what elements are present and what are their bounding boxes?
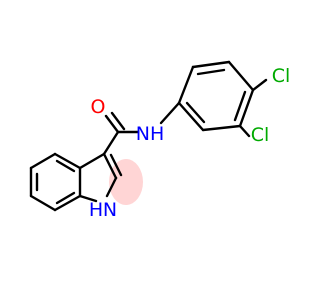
bond xyxy=(53,194,82,212)
bond xyxy=(233,90,247,122)
atom-labels: O NH Cl Cl H N xyxy=(89,65,290,221)
indole-h-label: H xyxy=(89,199,103,221)
bond xyxy=(53,152,82,170)
bond xyxy=(159,101,181,125)
bond xyxy=(185,101,206,124)
bond xyxy=(102,152,118,180)
molecule-canvas: O NH Cl Cl H N xyxy=(29,60,291,221)
chlorine-label-bottom: Cl xyxy=(251,124,270,146)
molecule-structure: O NH Cl Cl H N xyxy=(29,60,290,221)
bonds xyxy=(29,60,268,212)
bond xyxy=(251,78,268,92)
bond xyxy=(55,191,76,205)
bond xyxy=(227,60,255,92)
bond xyxy=(201,124,242,132)
bond xyxy=(78,152,106,170)
indole-n-label: N xyxy=(103,199,117,221)
bond xyxy=(196,68,226,76)
bond xyxy=(238,88,255,128)
bond xyxy=(29,152,57,170)
bond xyxy=(177,101,205,132)
bond xyxy=(110,111,126,131)
bond xyxy=(191,60,231,69)
chlorine-label-top: Cl xyxy=(272,65,291,87)
bond xyxy=(238,124,251,138)
amide-nh-label: NH xyxy=(136,123,165,145)
bond xyxy=(177,65,195,105)
bond xyxy=(104,114,120,134)
bond xyxy=(29,194,57,212)
oxygen-label: O xyxy=(91,96,106,118)
bond xyxy=(109,153,123,177)
bond xyxy=(78,194,98,203)
bond xyxy=(105,176,118,198)
bond xyxy=(55,159,76,173)
bond xyxy=(102,130,120,156)
